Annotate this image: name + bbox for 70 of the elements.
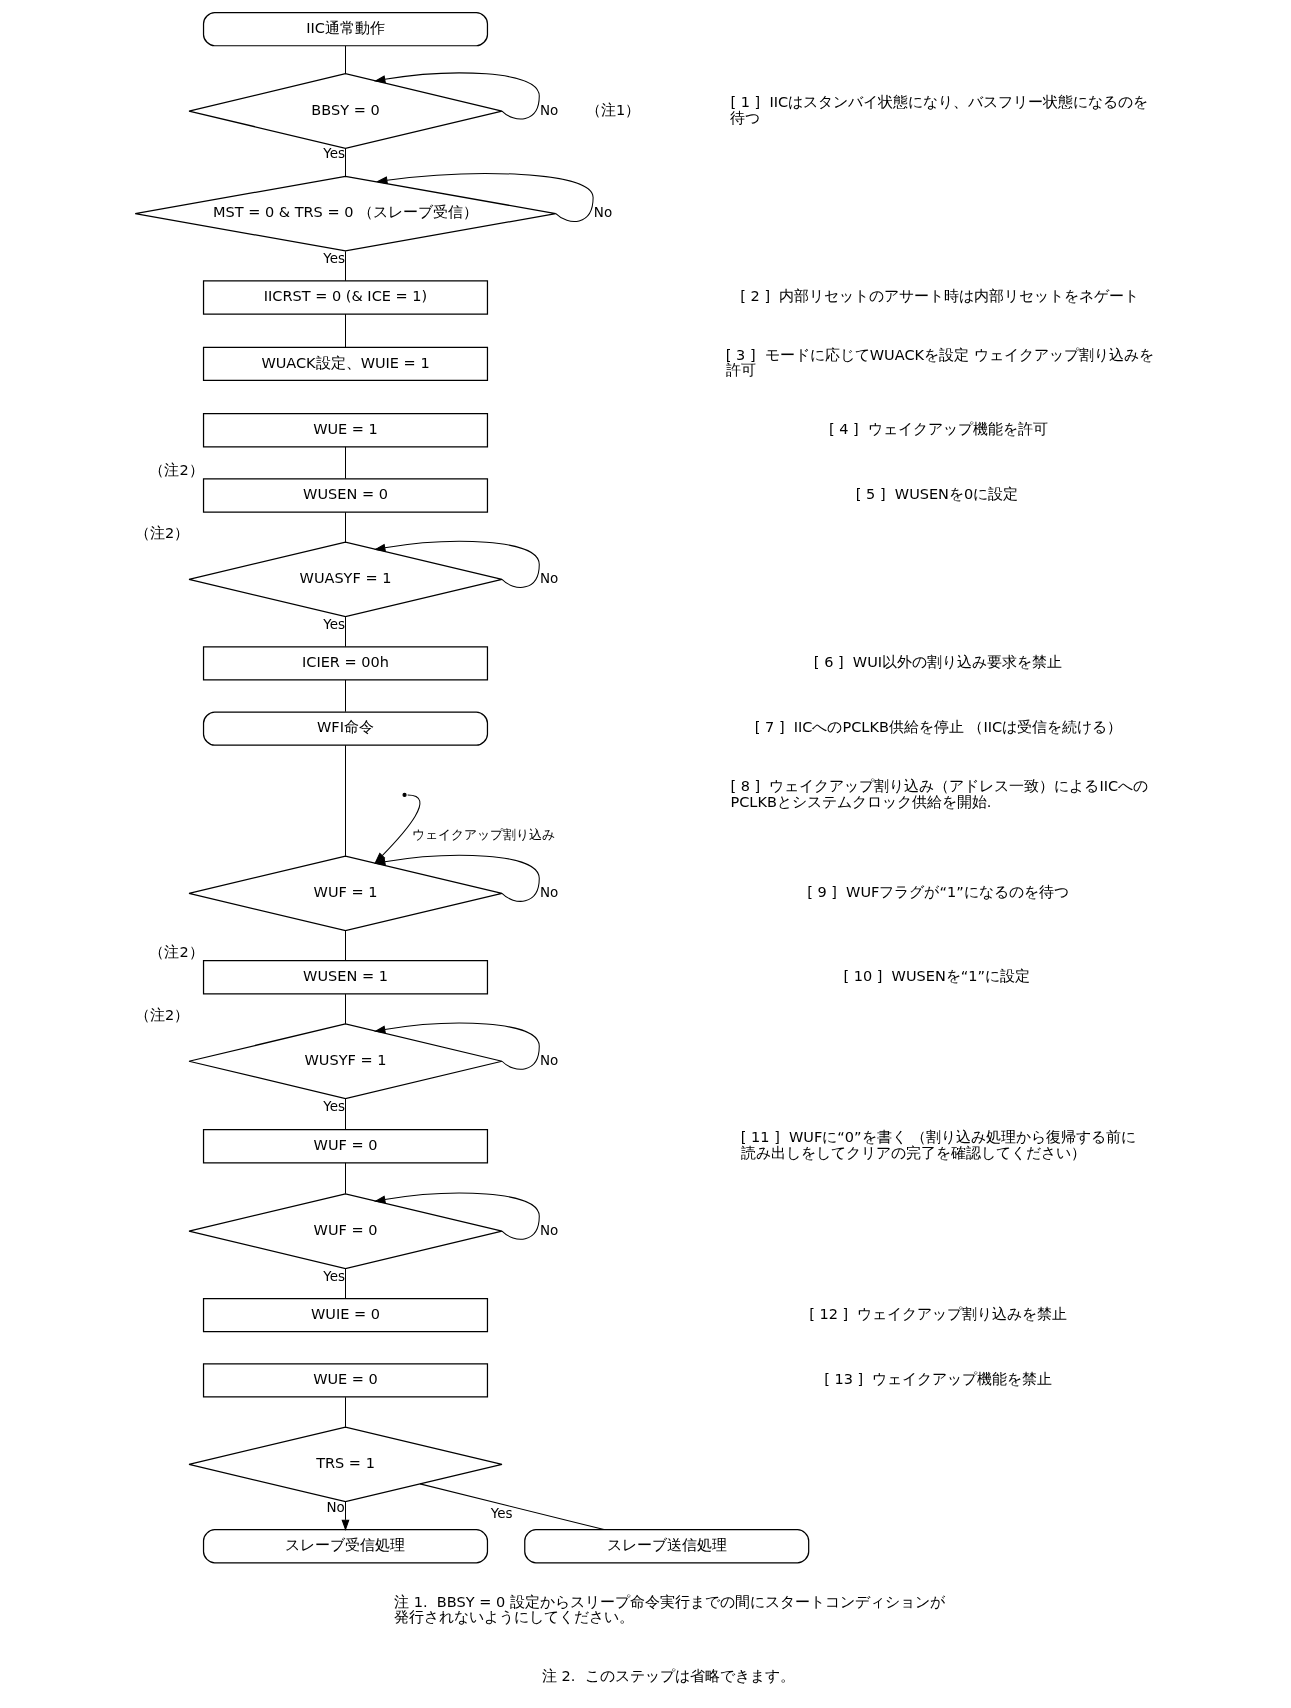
- edge-label: ウェイクアップ割り込み: [411, 825, 555, 842]
- label: [ 1 ] IICはスタンバイ状態になり、バスフリー状態になるのを待つ: [729, 94, 1148, 126]
- label: [ 10 ] WUSENを“1”に設定: [842, 968, 1030, 985]
- edge-label: No: [539, 1051, 558, 1068]
- node-box: ICIER = 00h: [202, 646, 488, 681]
- label: 注 2. このステップは省略できます。: [541, 1667, 795, 1684]
- label: [ 9 ] WUFフラグが“1”になるのを待つ: [806, 884, 1069, 901]
- node-box: WFI命令: [202, 711, 488, 746]
- connector: [344, 744, 346, 857]
- node-box: IICRST = 0 (& ICE = 1): [202, 280, 488, 315]
- arrow: [375, 173, 594, 223]
- label: [ 11 ] WUFに“0”を書く （割り込み処理から復帰する前に読み出しをしてクリアの完了を確認してください）: [740, 1129, 1136, 1161]
- node-box: IIC通常動作: [202, 11, 488, 47]
- connector: [344, 511, 346, 543]
- node-diamond: TRS = 1: [187, 1426, 503, 1503]
- connector: [344, 930, 346, 962]
- label: [ 3 ] モードに応じてWUACKを設定 ウェイクアップ割り込みを許可: [725, 346, 1154, 379]
- connector: [344, 313, 346, 348]
- node-label: （注2）: [134, 1007, 189, 1023]
- edge-label: Yes: [322, 1267, 345, 1284]
- label: [ 6 ] WUI以外の割り込み要求を禁止: [813, 654, 1062, 671]
- edge-label: No: [593, 204, 612, 221]
- edge-label: No: [539, 569, 558, 586]
- label: 注 1. BBSY = 0 設定からスリープ命令実行までの間にスタートコンディションが発行されないようにしてください。: [393, 1593, 945, 1626]
- arrow: [373, 72, 540, 120]
- connector: [344, 679, 346, 713]
- node-box: スレーブ送信処理: [523, 1529, 809, 1564]
- label: （注1）: [585, 101, 640, 118]
- connector: [344, 993, 346, 1025]
- connector: [344, 1098, 346, 1131]
- label: [ 5 ] WUSENを0に設定: [855, 486, 1018, 503]
- edge-label: No: [539, 883, 558, 900]
- node-box: WUF = 0: [202, 1129, 488, 1164]
- node-label: （注2）: [148, 943, 204, 960]
- node-box: WUE = 0: [202, 1363, 488, 1398]
- connector: [344, 1268, 346, 1299]
- connector: [344, 147, 346, 177]
- connector: [344, 446, 346, 480]
- node-box: WUSEN = 0: [202, 478, 488, 513]
- arrow: [341, 1501, 349, 1532]
- label: [ 8 ] ウェイクアップ割り込み（アドレス一致）によるIICへのPCLKBとシステムクロック供給を開始.: [729, 778, 1148, 810]
- label: [ 2 ] 内部リセットのアサート時は内部リセットをネゲート: [739, 288, 1139, 305]
- label: [ 4 ] ウェイクアップ機能を許可: [828, 421, 1048, 438]
- edge-label: No: [539, 101, 558, 118]
- arrow: [373, 794, 420, 866]
- arrow: [373, 540, 540, 588]
- edge-label: Yes: [490, 1504, 513, 1521]
- arrow: [373, 852, 540, 902]
- node-box: WUSEN = 1: [202, 960, 488, 995]
- label: [ 7 ] IICへのPCLKB供給を停止 （IICは受信を続ける）: [754, 719, 1122, 736]
- connector: [344, 616, 346, 648]
- arrow: [373, 1192, 540, 1240]
- arrow: [373, 1022, 540, 1070]
- label: [ 12 ] ウェイクアップ割り込みを禁止: [808, 1305, 1067, 1322]
- connector: [344, 250, 346, 282]
- edge-label: Yes: [322, 250, 345, 267]
- edge-label: No: [539, 1221, 558, 1238]
- edge-label: Yes: [322, 1098, 345, 1115]
- connector: [419, 1483, 604, 1531]
- node-label: （注2）: [148, 461, 204, 478]
- connector: [344, 45, 346, 74]
- edge-label: Yes: [322, 615, 345, 632]
- connector: [344, 1162, 346, 1195]
- node-label: （注2）: [134, 525, 189, 542]
- node-box: WUACK設定、WUIE = 1: [202, 346, 488, 382]
- node-box: WUIE = 0: [202, 1297, 488, 1333]
- connector: [344, 1396, 346, 1428]
- node-box: スレーブ受信処理: [202, 1529, 488, 1564]
- node-box: WUE = 1: [202, 413, 488, 448]
- label: [ 13 ] ウェイクアップ機能を禁止: [823, 1371, 1052, 1388]
